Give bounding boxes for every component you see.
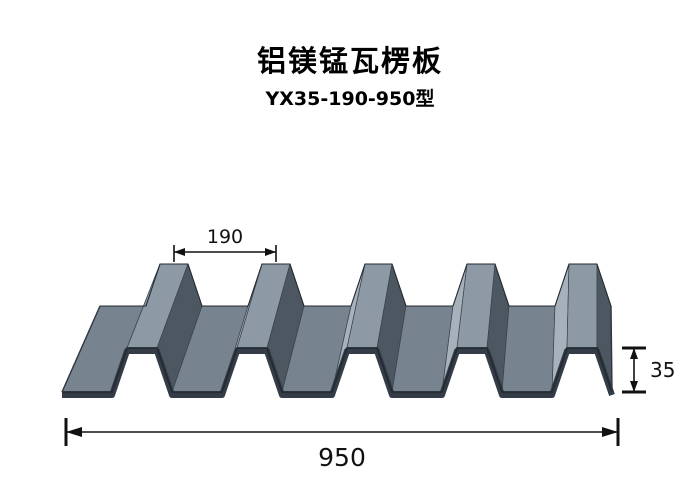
panel-front-thickness (62, 348, 615, 398)
dimension-pitch-arrow-left (174, 248, 185, 256)
dimension-height-arrow-top (630, 348, 638, 359)
panel-edges (61, 263, 615, 398)
panel-valley-face (501, 305, 556, 393)
dimension-pitch-arrow-right (265, 248, 276, 256)
dimension-width-label: 950 (318, 443, 366, 472)
dimension-height-arrow-bottom (630, 381, 638, 392)
dimension-width-arrow-left (66, 427, 82, 437)
panel-back-edge (100, 263, 612, 307)
dimension-pitch: 190 (173, 226, 277, 262)
page-title: 铝镁锰瓦楞板 (256, 44, 443, 78)
dimension-pitch-label: 190 (207, 226, 243, 248)
panel-crest-face (566, 263, 598, 349)
page-subtitle: YX35-190-950型 (265, 88, 435, 110)
dimension-width-arrow-right (602, 427, 618, 437)
panel-right-edge (610, 305, 613, 393)
dimension-width: 950 (64, 418, 620, 472)
panel-left-edge (61, 305, 101, 393)
dimension-height: 35 (622, 346, 675, 394)
panel-front-edge (62, 347, 613, 393)
dimension-height-label: 35 (650, 358, 675, 382)
